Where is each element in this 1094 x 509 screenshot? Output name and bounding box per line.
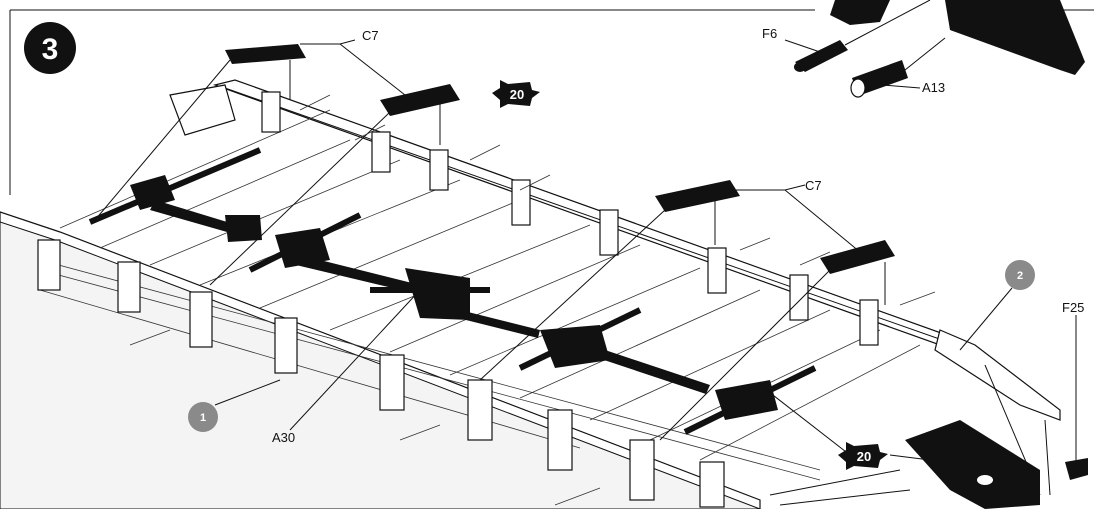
callout-labels: C7 C7 F6 A13 F25 A30	[272, 26, 1084, 445]
c7-pad	[820, 240, 895, 274]
circle-badge-2: 2	[1005, 260, 1035, 290]
label-f6: F6	[762, 26, 777, 41]
leader-lines	[94, 39, 1077, 506]
lever-part	[905, 420, 1088, 509]
label-a30: A30	[272, 430, 295, 445]
c7-pads	[225, 44, 895, 274]
label-a13: A13	[922, 80, 945, 95]
star-badge-bottom: 20	[838, 442, 888, 470]
circle-label: 2	[1017, 270, 1023, 282]
star-label: 20	[510, 87, 524, 102]
circle-label: 1	[200, 412, 206, 424]
step-badge: 3	[24, 22, 76, 74]
main-frame	[0, 79, 1061, 509]
star-label: 20	[857, 449, 871, 464]
c7-pad	[225, 44, 306, 64]
inset-parts	[784, 0, 1085, 98]
label-f25: F25	[1062, 300, 1084, 315]
shaft-assemblies	[88, 147, 817, 435]
star-badge-top: 20	[492, 80, 540, 108]
step-number: 3	[42, 33, 59, 66]
circle-badge-1: 1	[188, 402, 218, 432]
label-c7-top: C7	[362, 28, 379, 43]
c7-pad	[655, 180, 740, 212]
label-c7-right: C7	[805, 178, 822, 193]
c7-pad	[380, 84, 460, 116]
direction-arrows	[129, 94, 936, 506]
